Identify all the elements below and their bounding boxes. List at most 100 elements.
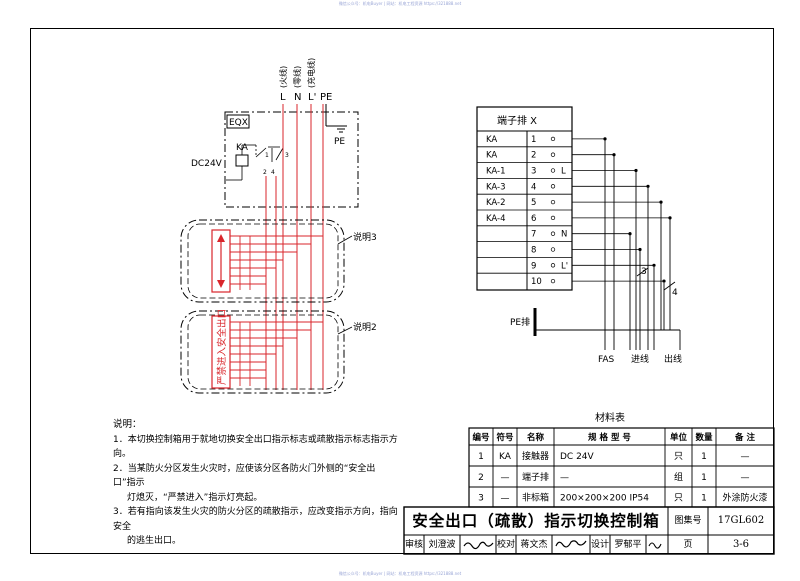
- terminal-row-number: 4: [531, 182, 536, 192]
- materials-cell: —: [560, 473, 569, 483]
- materials-title: 材料表: [595, 411, 625, 424]
- checker-signature: [555, 540, 587, 548]
- materials-cell: 1: [701, 452, 707, 462]
- note-ref-2: 说明2: [353, 321, 377, 333]
- note-1: 1．本切换控制箱用于就地切换安全出口指示标志或疏散指示标志指示方向。: [113, 434, 398, 460]
- terminal-row-number: 2: [531, 151, 536, 161]
- pe-bar-label: PE排: [510, 316, 530, 328]
- terminal-screw: [550, 168, 556, 173]
- materials-header: 数量: [695, 432, 713, 443]
- atlas-number: 17GL602: [717, 515, 765, 526]
- materials-cell: 组: [674, 471, 683, 483]
- eqx-label: EQX: [229, 118, 248, 128]
- arrow-sign: [211, 229, 231, 293]
- terminal-row-name: KA: [486, 151, 497, 161]
- terminal-row-name: KA-2: [486, 198, 506, 208]
- line-label-l: L: [280, 92, 286, 103]
- note-3: 3．若有指向该发生火灾的防火分区的疏散指示，应改变指示方向，指向安全 的逃生出口…: [113, 507, 398, 546]
- terminal-screw: [550, 136, 556, 142]
- terminal-screw: [550, 199, 556, 205]
- checker-name: 蒋文杰: [520, 540, 548, 550]
- drawing-title: 安全出口（疏散）指示切换控制箱: [412, 512, 660, 530]
- exit-sign-enclosure: [180, 310, 345, 394]
- terminal-row-name: KA-4: [486, 214, 506, 224]
- materials-cell: 2: [478, 473, 484, 483]
- materials-cell: 端子排: [522, 471, 549, 483]
- materials-cell: 1: [701, 473, 707, 483]
- reviewer-name: 刘澄波: [428, 540, 456, 550]
- materials-cell: 200×200×200 IP54: [560, 494, 649, 504]
- materials-cell: 只: [674, 452, 683, 462]
- materials-header: 规 格 型 号: [588, 432, 631, 443]
- materials-cell: 1: [701, 494, 707, 504]
- design-label: 设计: [590, 540, 609, 550]
- wire-junction-dot: [652, 263, 656, 267]
- materials-table: 编号符号 名称 规 格 型 号 单位数量 备 注 1 KA 接触器 DC 24V 只 1 — 2 — 端子排…: [468, 427, 775, 508]
- watermark-bottom: 微信公众号：机电Buyer | 网站：机电工程资源 https://321888…: [338, 571, 462, 576]
- terminal-row-number: 7: [531, 230, 536, 240]
- arrow-sign-enclosure: [180, 219, 345, 303]
- notes: 说明： 1．本切换控制箱用于就地切换安全出口指示标志或疏散指示标志指示方向。 2…: [113, 418, 398, 549]
- terminal-row-number: 6: [531, 214, 536, 224]
- materials-header: 单位: [670, 432, 688, 443]
- line-label-n: N: [294, 92, 301, 103]
- title-block: [403, 506, 775, 555]
- wire-junction-dot: [603, 137, 607, 141]
- wire-junction-dot: [612, 153, 616, 157]
- relay-coil: [235, 154, 249, 167]
- materials-header: 名称: [527, 432, 545, 443]
- materials-header: 编号: [472, 432, 490, 443]
- designer-signature: [648, 542, 662, 549]
- terminal-row-line: L: [561, 167, 566, 177]
- eqx-box: [224, 111, 359, 208]
- pe-ground-label: PE: [334, 137, 345, 147]
- materials-cell: —: [741, 473, 750, 483]
- materials-cell: —: [501, 473, 510, 483]
- materials-cell: KA: [499, 452, 512, 462]
- terminal-row-name: KA-3: [486, 182, 506, 192]
- terminal-screw: [550, 263, 556, 268]
- materials-cell: 1: [478, 452, 484, 462]
- terminal-row-number: 8: [531, 246, 536, 256]
- check-label: 校对: [496, 540, 515, 550]
- exit-sign: [211, 315, 231, 389]
- terminal-screw: [550, 231, 556, 236]
- terminal-screw: [550, 247, 556, 252]
- review-label: 审核: [404, 540, 423, 550]
- line-label-l2: L': [308, 92, 316, 103]
- materials-cell: 非标箱: [522, 492, 549, 504]
- exit-sign-text: 严禁进入安全出口: [216, 309, 228, 385]
- line-note-n: (零线): [292, 66, 302, 88]
- note-2: 2．当某防火分区发生火灾时，应使该分区各防火门外侧的“安全出口”指示 灯熄灭，“…: [113, 463, 376, 503]
- line-label-pe: PE: [320, 92, 332, 103]
- materials-cell: 接触器: [522, 450, 549, 462]
- materials-cell: 外涂防火漆: [722, 492, 767, 504]
- materials-header: 符号: [495, 432, 514, 443]
- materials-cell: —: [501, 494, 510, 504]
- fas-label: FAS: [598, 355, 615, 365]
- page-label: 页: [683, 540, 693, 550]
- terminal-row-line: N: [561, 230, 567, 240]
- materials-header: 备 注: [734, 432, 755, 443]
- terminal-row-number: 9: [531, 261, 536, 271]
- wire-count-4: 4: [672, 288, 678, 298]
- contact-no-2: 2: [263, 169, 267, 176]
- terminal-row-name: KA-1: [486, 167, 506, 177]
- materials-cell: —: [741, 452, 750, 462]
- wire-junction-dot: [662, 279, 666, 283]
- terminal-screw: [550, 184, 556, 189]
- terminal-row-line: L': [561, 261, 568, 271]
- voltage-label: DC24V: [191, 159, 223, 169]
- incoming-label: 进线: [631, 353, 649, 365]
- terminal-row-number: 5: [531, 198, 536, 208]
- terminal-row-number: 1: [531, 135, 536, 145]
- contact-no-1: 1: [265, 152, 269, 159]
- atlas-label: 图集号: [674, 516, 702, 526]
- drawing-frame: [30, 28, 774, 554]
- terminal-row-number: 10: [531, 277, 542, 287]
- watermark-top: 微信公众号：机电Buyer | 网站：机电工程资源 https://321888…: [338, 1, 462, 6]
- materials-cell: DC 24V: [560, 452, 595, 462]
- line-note-l2: (充电线): [306, 58, 316, 88]
- reviewer-signature: [463, 541, 494, 550]
